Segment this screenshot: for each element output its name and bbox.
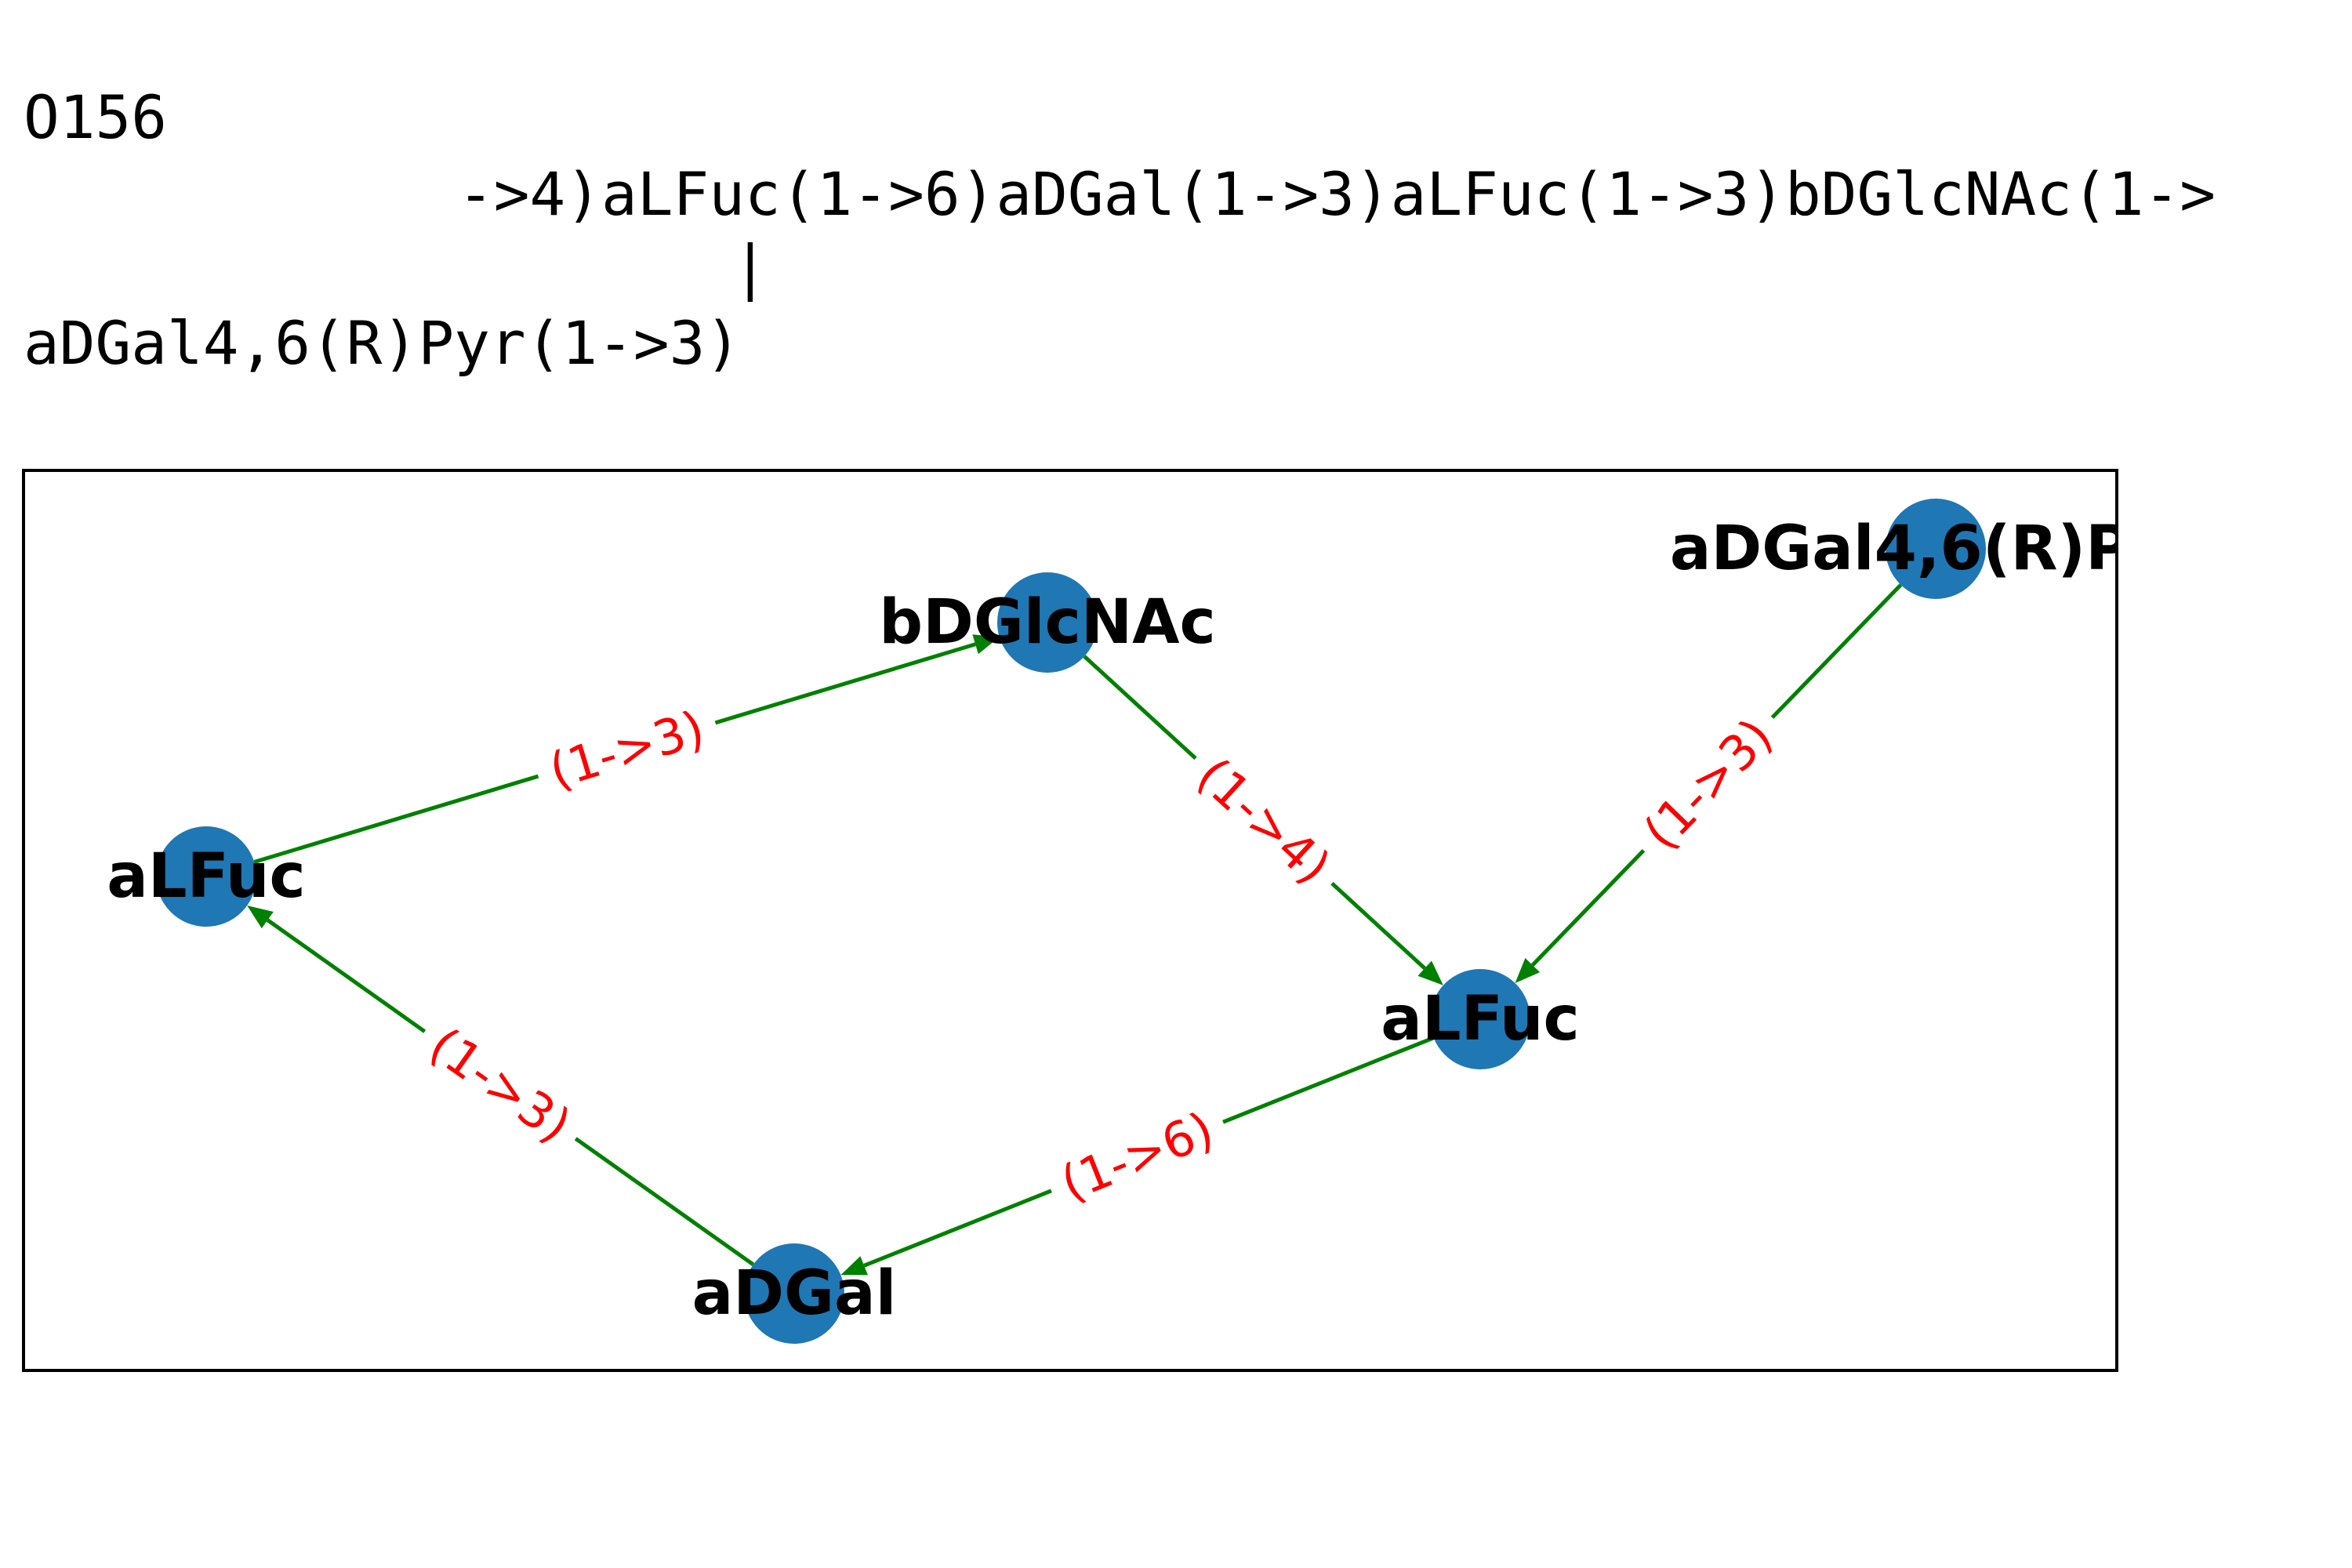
node-label: bDGlcNAc xyxy=(879,587,1215,658)
edge-label-background xyxy=(1173,734,1355,908)
node-circle-n-bdglcnac xyxy=(997,572,1098,673)
edge-arrowhead xyxy=(1417,960,1443,985)
edge-label-background xyxy=(1039,1091,1236,1221)
node-circle-n-adgalpyr xyxy=(1886,499,1986,599)
edge-arrowhead xyxy=(840,1256,868,1276)
node-label: aLFuc xyxy=(107,841,306,912)
node-label: aDGal4,6(R)Pyr xyxy=(1670,514,2202,584)
edge-label: (1->3) xyxy=(543,699,710,800)
edge-label-group: (1->4) xyxy=(1173,734,1355,908)
edge-label-group: (1->3) xyxy=(1620,695,1796,873)
edge-label-background xyxy=(528,691,725,808)
edge-label-group: (1->6) xyxy=(1039,1091,1236,1221)
edge-label-group: (1->3) xyxy=(405,1004,595,1166)
node-circle-n-adgal xyxy=(744,1243,844,1344)
edge-arrowhead xyxy=(972,634,1000,655)
edge-arrowhead xyxy=(247,906,274,929)
edge-label: (1->6) xyxy=(1053,1101,1221,1213)
structure-id: O156 xyxy=(24,82,168,152)
node-circle-n-afuc-left xyxy=(156,826,256,927)
edge-label: (1->4) xyxy=(1186,746,1341,895)
branch-line: aDGal4,6(R)Pyr(1->3) xyxy=(24,308,742,378)
edge-label-background xyxy=(405,1004,595,1166)
edge-label: (1->3) xyxy=(1632,707,1784,861)
node-label: aDGal xyxy=(692,1258,897,1329)
sequence-line: ->4)aLFuc(1->6)aDGal(1->3)aLFuc(1->3)bDG… xyxy=(458,159,2216,229)
edge-label-background xyxy=(1620,695,1796,873)
edge-label-group: (1->3) xyxy=(528,691,725,808)
node-label: aLFuc xyxy=(1381,984,1580,1054)
graph-frame xyxy=(22,469,2118,1372)
node-circle-n-afuc-right xyxy=(1430,969,1530,1069)
branch-connector: | xyxy=(732,232,768,302)
edge-arrowhead xyxy=(1515,957,1541,984)
